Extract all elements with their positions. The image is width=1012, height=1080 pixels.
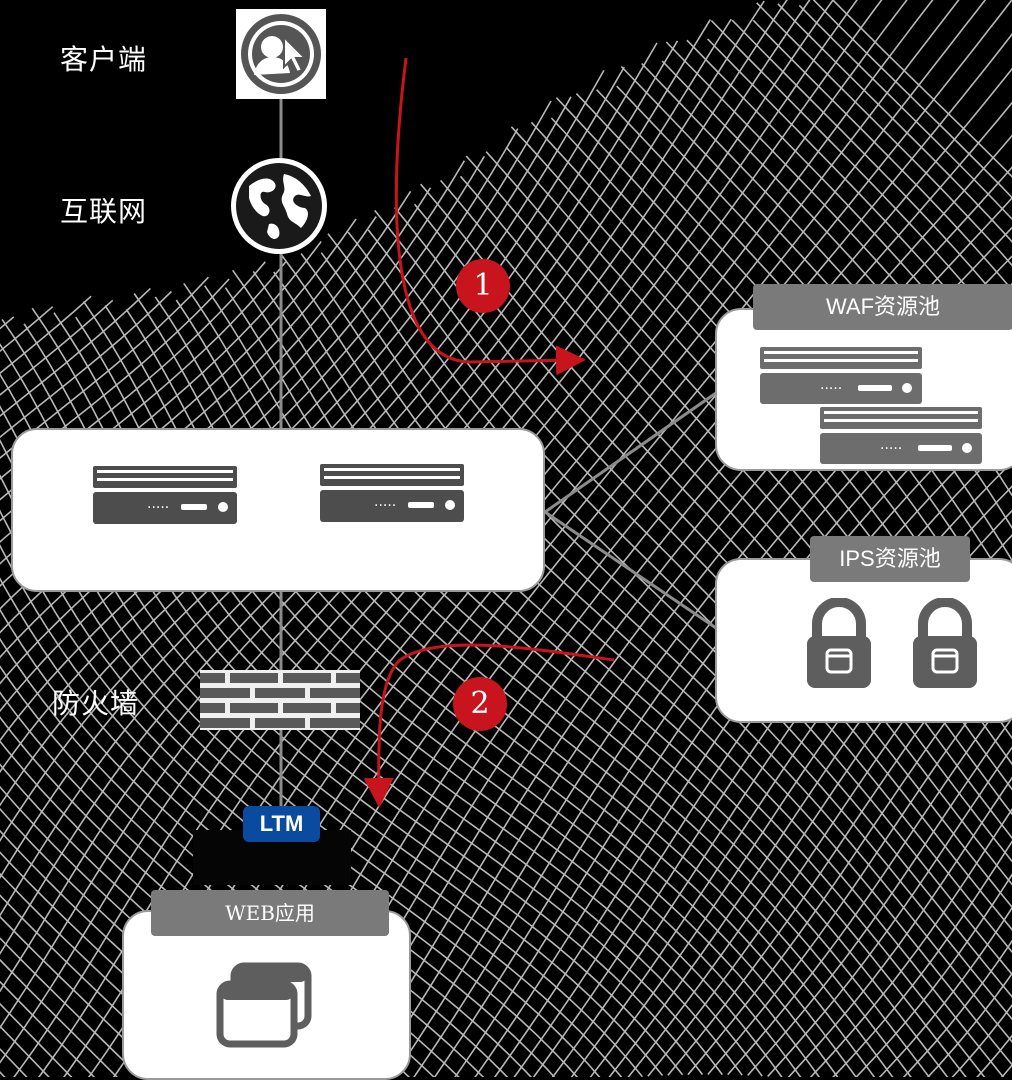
web-app-tag: WEB应用 <box>151 890 389 936</box>
server-icon: ····· <box>320 464 464 522</box>
user-cursor-icon <box>236 9 326 99</box>
ips-pool-tag: IPS资源池 <box>810 536 970 582</box>
server-icon: ····· <box>820 407 982 464</box>
server-icon: ····· <box>93 466 237 524</box>
lock-icon <box>807 598 871 688</box>
flow-arrow-2 <box>363 643 615 808</box>
client-label: 客户端 <box>60 43 148 76</box>
server-icon: ····· <box>760 347 922 404</box>
globe-icon <box>231 158 327 254</box>
waf-pool-tag: WAF资源池 <box>753 284 1012 330</box>
windows-icon <box>216 962 312 1048</box>
internet-label: 互联网 <box>60 195 148 228</box>
svg-text:·····: ····· <box>147 500 169 516</box>
firewall-brick-icon <box>200 670 360 730</box>
lock-icon <box>913 598 977 688</box>
step-2-badge: 2 <box>453 677 507 731</box>
svg-text:·····: ····· <box>374 498 396 514</box>
flow-arrow-1 <box>394 57 586 376</box>
firewall-label: 防火墙 <box>52 687 140 720</box>
ltm-badge: LTM <box>243 806 320 842</box>
svg-text:·····: ····· <box>820 381 842 397</box>
step-1-badge: 1 <box>456 259 510 313</box>
svg-text:·····: ····· <box>880 441 902 457</box>
